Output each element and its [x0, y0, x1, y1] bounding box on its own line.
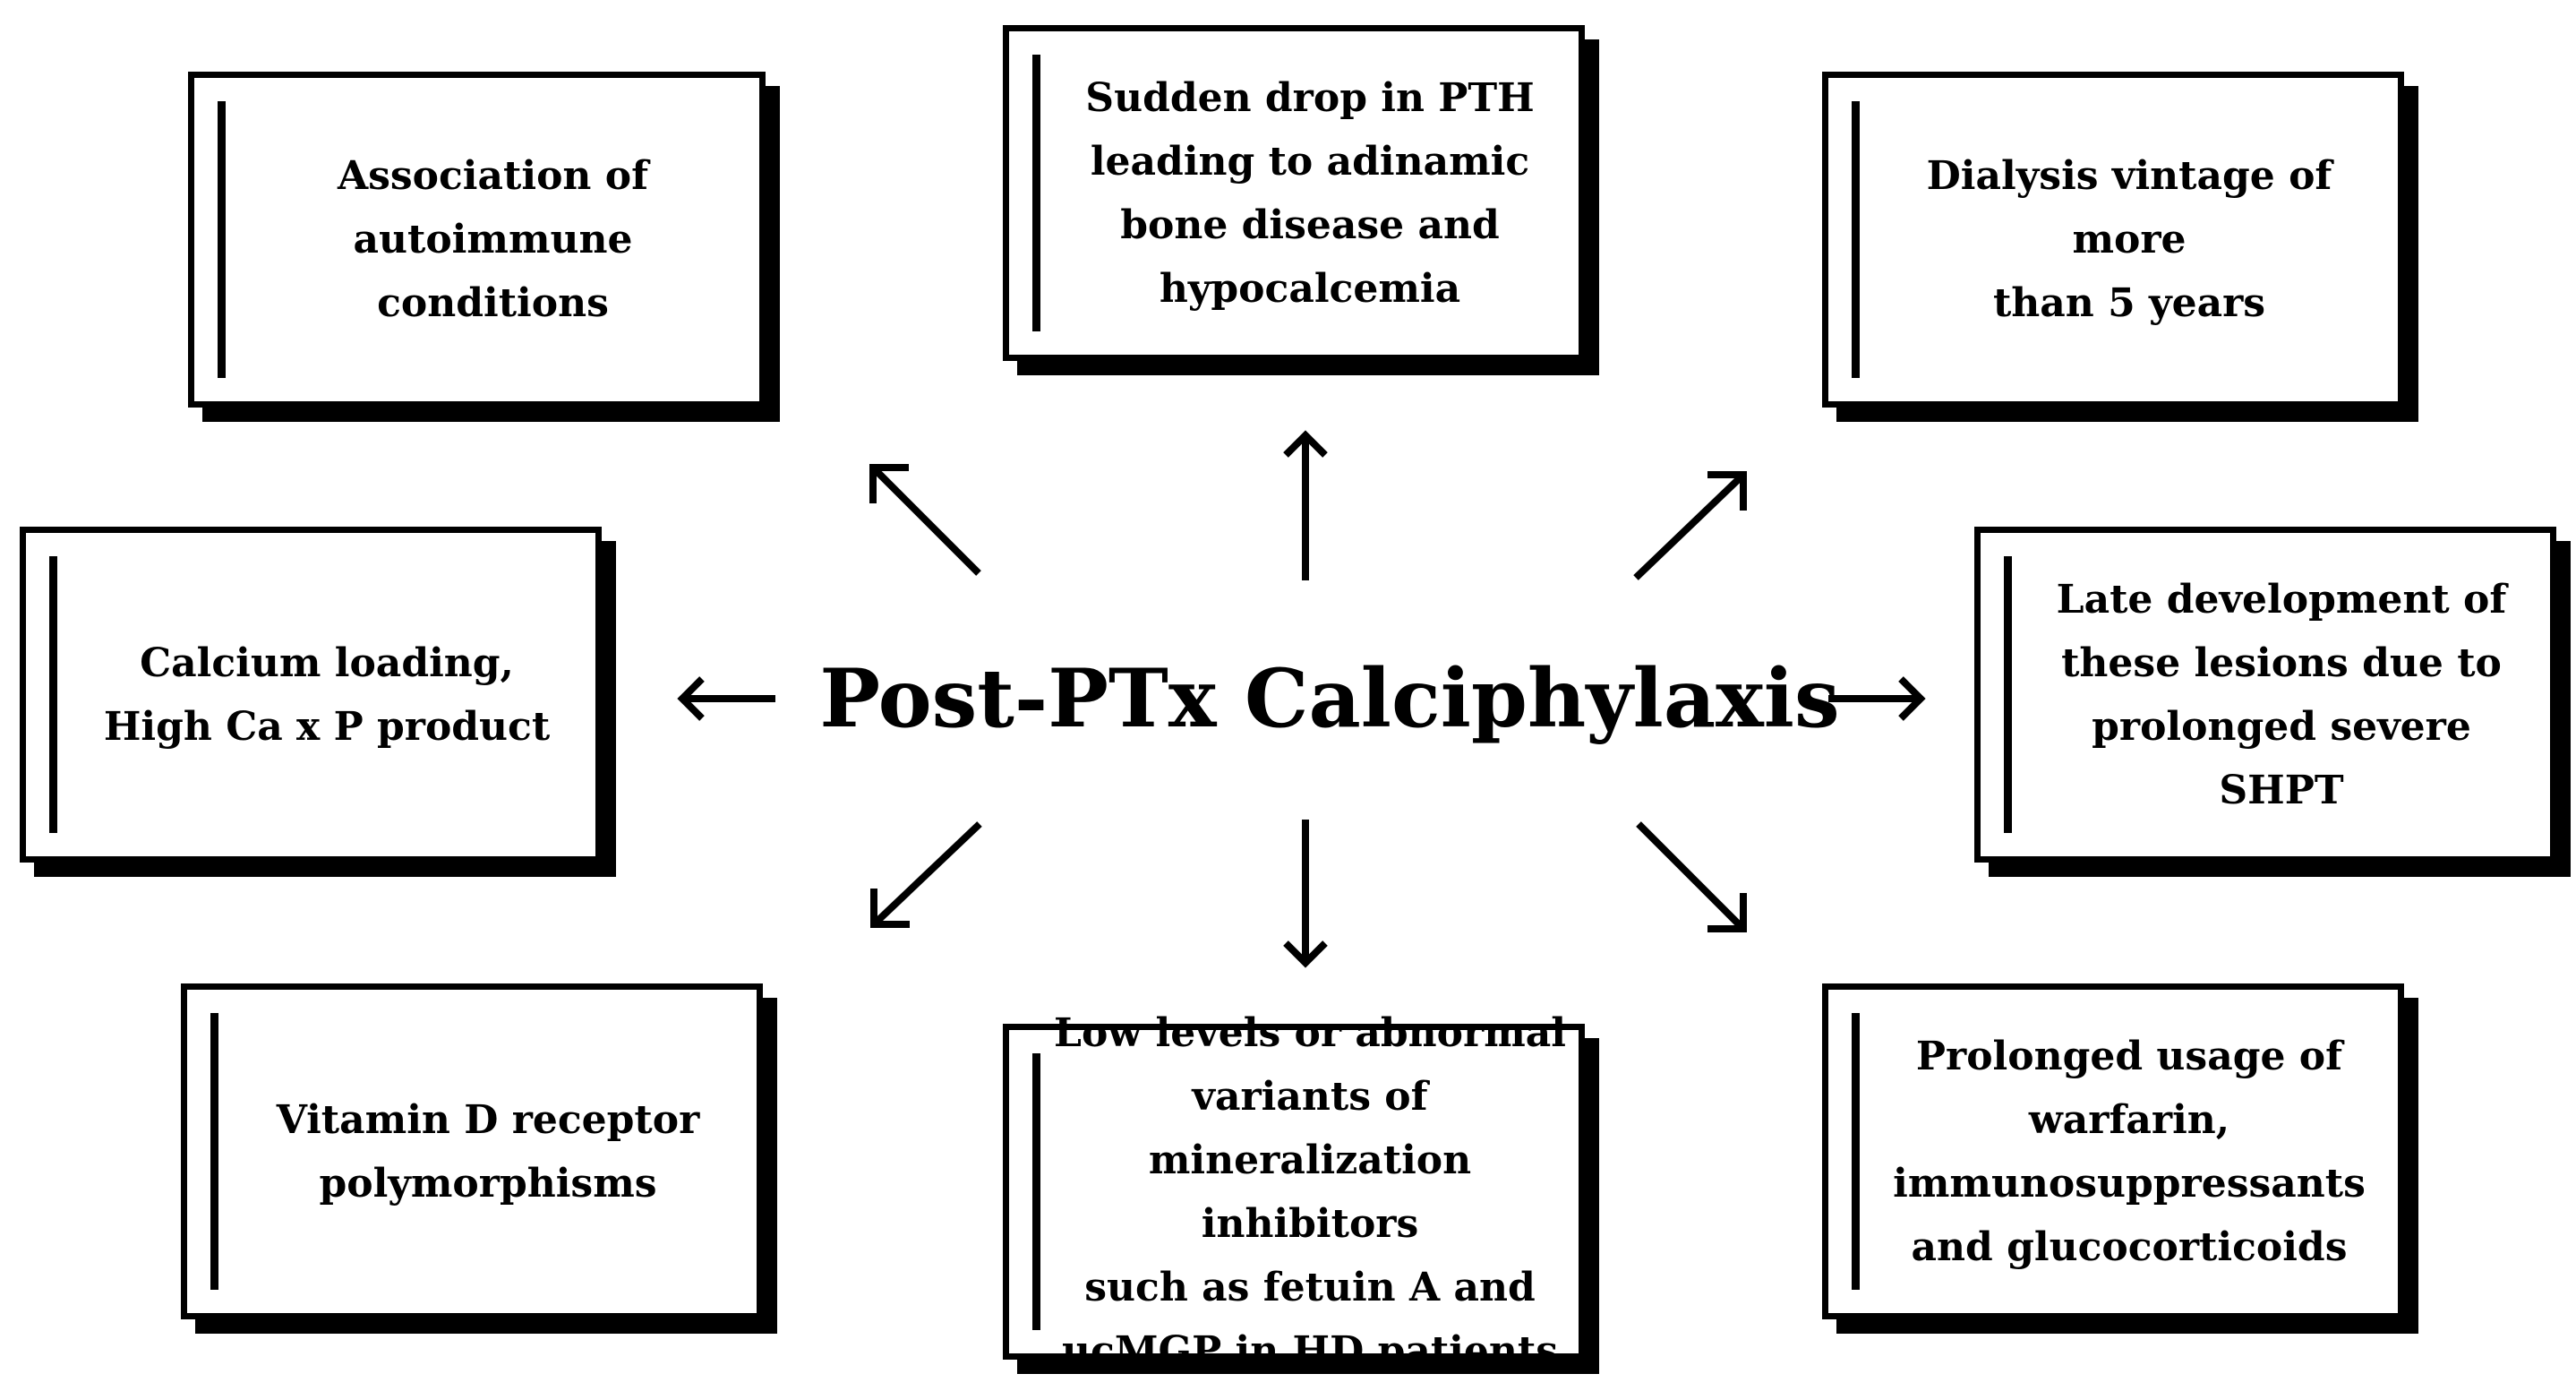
factor-box-medications: Prolonged usage of warfarin, immunosuppr…: [1822, 983, 2404, 1319]
factor-text-shpt: Late development of these lesions due to…: [2056, 576, 2507, 813]
central-title: Post-PTx Calciphylaxis: [819, 651, 1840, 746]
arrow-to-shpt: [1828, 676, 1926, 721]
factor-box-autoimmune: Association of autoimmune conditions: [188, 72, 766, 408]
factor-box-mineralization-inhibitors: Low levels or abnormal variants of miner…: [1003, 1010, 1585, 1374]
factor-text-medications: Prolonged usage of warfarin, immunosuppr…: [1893, 1033, 2366, 1270]
factor-text-calcium-loading: Calcium loading, High Ca x P product: [103, 640, 551, 750]
arrow-to-pth-drop: [1283, 430, 1328, 580]
box-accent-bar: [1032, 1053, 1040, 1330]
factor-text-pth-drop: Sudden drop in PTH leading to adinamic b…: [1085, 74, 1535, 312]
arrow-to-dialysis-vintage: [1633, 471, 1747, 580]
factor-box-dialysis-vintage: Dialysis vintage of more than 5 years: [1822, 72, 2404, 408]
arrow-to-vitamin-d: [870, 821, 982, 928]
box-accent-bar: [1032, 55, 1040, 331]
arrow-to-autoimmune: [869, 464, 981, 576]
factor-box-vitamin-d: Vitamin D receptor polymorphisms: [181, 983, 763, 1319]
box-accent-bar: [49, 556, 57, 833]
box-accent-bar: [2004, 556, 2012, 833]
factor-text-autoimmune: Association of autoimmune conditions: [337, 153, 648, 326]
factor-box-pth-drop: Sudden drop in PTH leading to adinamic b…: [1003, 25, 1585, 361]
factor-text-dialysis-vintage: Dialysis vintage of more than 5 years: [1926, 153, 2332, 326]
factor-box-calcium-loading: Calcium loading, High Ca x P product: [20, 527, 602, 863]
factor-box-shpt: Late development of these lesions due to…: [1974, 527, 2556, 863]
box-accent-bar: [1852, 101, 1860, 378]
box-accent-bar: [210, 1013, 218, 1290]
factor-text-mineralization-inhibitors: Low levels or abnormal variants of miner…: [1054, 1009, 1566, 1374]
arrow-to-calcium-loading: [677, 676, 775, 721]
arrow-to-mineralization-inhibitors: [1283, 820, 1328, 968]
factor-text-vitamin-d: Vitamin D receptor polymorphisms: [276, 1096, 700, 1206]
box-accent-bar: [218, 101, 226, 378]
box-accent-bar: [1852, 1013, 1860, 1290]
arrow-to-medications: [1636, 821, 1747, 932]
